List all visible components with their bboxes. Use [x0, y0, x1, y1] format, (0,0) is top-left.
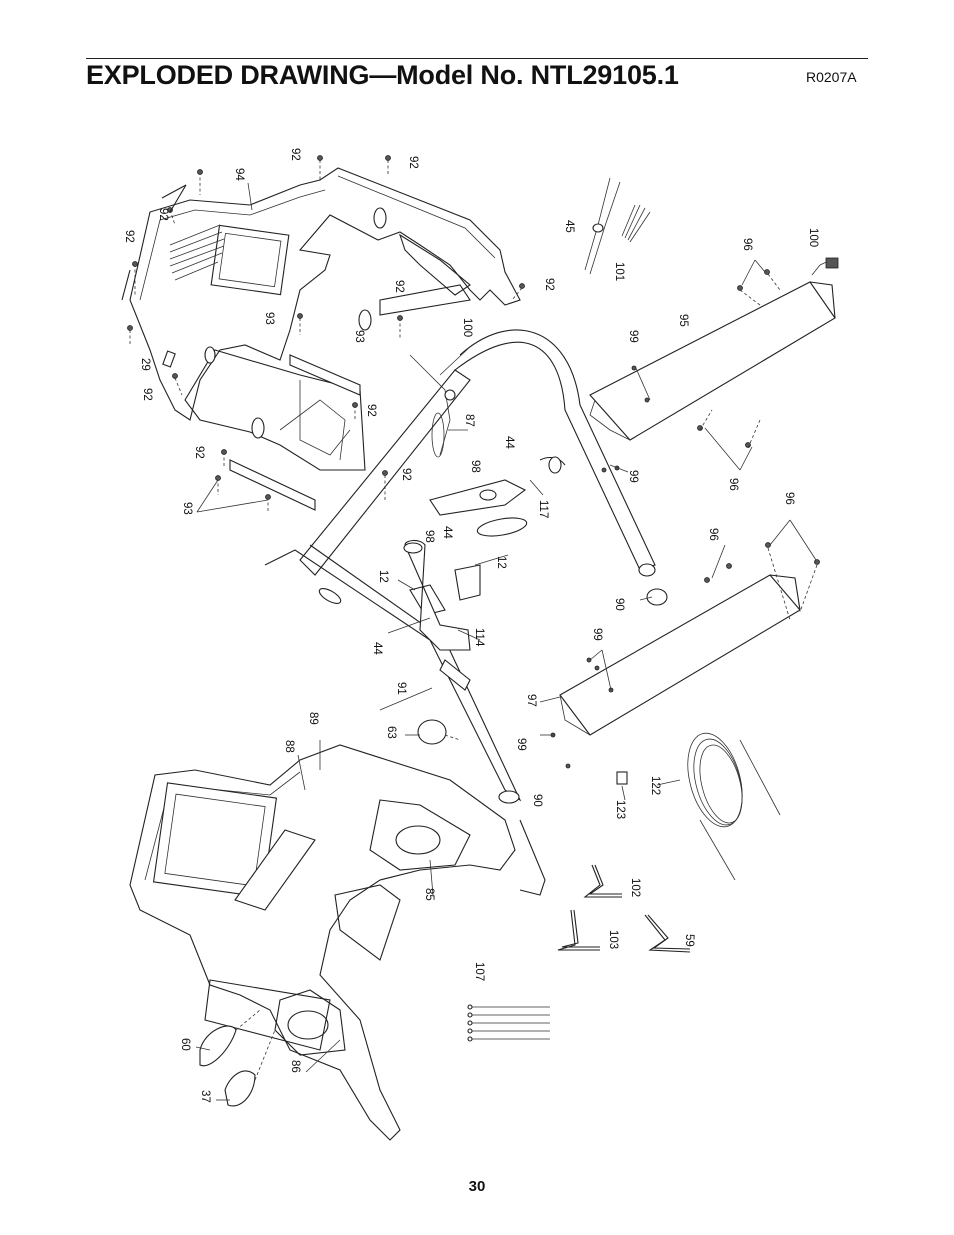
label-59: 59	[683, 934, 695, 947]
part-29-clip	[162, 350, 176, 368]
label-96: 96	[707, 528, 719, 541]
caps	[417, 588, 668, 745]
label-45: 45	[563, 220, 575, 233]
label-93: 93	[263, 312, 275, 325]
label-92: 92	[193, 446, 205, 459]
label-100: 100	[807, 228, 819, 247]
label-98: 98	[423, 530, 435, 543]
label-37: 37	[199, 1090, 211, 1103]
upright-97	[550, 542, 820, 769]
header-rule	[86, 58, 868, 59]
label-97: 97	[525, 694, 537, 707]
label-95: 95	[677, 314, 689, 327]
label-99: 99	[627, 470, 639, 483]
label-92: 92	[123, 230, 135, 243]
label-89: 89	[307, 712, 319, 725]
label-101: 101	[613, 262, 625, 281]
console-base	[129, 744, 546, 1141]
label-100: 100	[461, 318, 473, 337]
page-title: EXPLODED DRAWING—Model No. NTL29105.1	[86, 60, 679, 90]
console-housing	[129, 167, 521, 471]
label-117: 117	[537, 500, 549, 518]
speaker-grille	[169, 224, 225, 281]
handle-grips	[403, 479, 528, 691]
screws-92	[121, 155, 525, 512]
pads-60-37	[199, 1009, 276, 1107]
tools	[467, 864, 691, 1042]
label-107: 107	[473, 962, 485, 981]
upright-95	[589, 269, 836, 473]
label-92: 92	[365, 404, 377, 417]
label-91: 91	[395, 682, 407, 695]
wire-harness	[409, 177, 839, 458]
label-44: 44	[503, 436, 515, 449]
label-92: 92	[393, 280, 405, 293]
label-85: 85	[423, 888, 435, 901]
label-12: 12	[377, 570, 389, 583]
label-86: 86	[289, 1060, 301, 1073]
label-92: 92	[141, 388, 153, 401]
label-60: 60	[179, 1038, 191, 1051]
label-63: 63	[385, 726, 397, 739]
label-44: 44	[371, 642, 383, 655]
label-92: 92	[543, 278, 555, 291]
part-labels: 92 94 92 92 92 45 101 96 100 92 92 93 93…	[123, 148, 819, 1103]
label-92: 92	[400, 468, 412, 481]
label-44: 44	[441, 526, 453, 539]
label-90: 90	[613, 598, 625, 611]
cable-122	[616, 732, 781, 881]
label-88: 88	[283, 740, 295, 753]
label-92: 92	[289, 148, 301, 161]
label-96: 96	[783, 492, 795, 505]
label-94: 94	[233, 168, 245, 181]
bracket-93	[229, 354, 361, 511]
label-93: 93	[181, 502, 193, 515]
label-92: 92	[157, 208, 169, 221]
label-103: 103	[607, 930, 619, 949]
label-98: 98	[469, 460, 481, 473]
drawing-code: R0207A	[806, 69, 857, 85]
frame-tubes	[264, 329, 656, 804]
label-90: 90	[531, 794, 543, 807]
label-123: 123	[614, 800, 626, 819]
leader-lines	[195, 182, 817, 1101]
label-122: 122	[649, 776, 661, 795]
label-29: 29	[139, 358, 151, 371]
label-99: 99	[627, 330, 639, 343]
label-92: 92	[407, 156, 419, 169]
label-99: 99	[591, 628, 603, 641]
label-96: 96	[741, 238, 753, 251]
label-114: 114	[473, 628, 485, 647]
label-96: 96	[727, 478, 739, 491]
label-12: 12	[495, 556, 507, 569]
label-87: 87	[463, 414, 475, 427]
page-number: 30	[468, 1178, 486, 1195]
label-102: 102	[629, 878, 641, 897]
label-99: 99	[515, 738, 527, 751]
label-93: 93	[353, 330, 365, 343]
